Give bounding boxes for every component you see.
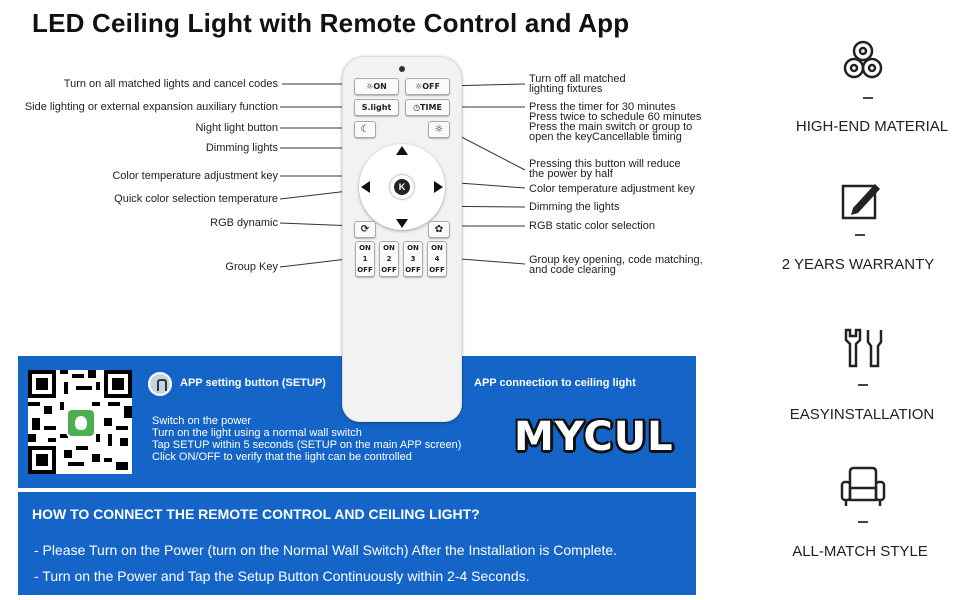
setup-title: APP setting button (SETUP) — [180, 377, 326, 389]
label-color-temp-right: Color temperature adjustment key — [529, 183, 695, 195]
setup-button-icon — [148, 372, 172, 396]
qr-code[interactable] — [28, 370, 132, 474]
divider — [863, 97, 873, 99]
color-temp-left-button[interactable] — [361, 181, 370, 193]
dimming-up-button[interactable] — [396, 146, 408, 155]
page-title: LED Ceiling Light with Remote Control an… — [32, 8, 630, 38]
timer-button[interactable]: ◷TIME — [405, 99, 450, 116]
dimming-down-button[interactable] — [396, 219, 408, 228]
label-night-light: Night light button — [195, 122, 278, 134]
divider — [858, 521, 868, 523]
setup-step: Tap SETUP within 5 seconds (SETUP on the… — [152, 439, 462, 451]
indicator-led — [399, 66, 405, 72]
app-logo-icon — [66, 408, 96, 438]
label-dimming: Dimming lights — [205, 142, 278, 154]
feature-label: ALL-MATCH STYLE — [792, 543, 928, 560]
how-to-panel: HOW TO CONNECT THE REMOTE CONTROL AND CE… — [18, 492, 696, 595]
side-light-button[interactable]: S.light — [354, 99, 399, 116]
label-group-right: Group key opening, code matching,and cod… — [529, 254, 703, 276]
moon-icon: ☾ — [360, 124, 370, 135]
divider — [858, 384, 868, 386]
rgb-dynamic-button[interactable]: ⟳ — [354, 221, 376, 238]
night-light-button[interactable]: ☾ — [354, 121, 376, 138]
armchair-icon — [840, 466, 886, 506]
sun-icon: ☼ — [434, 124, 444, 135]
how-to-title: HOW TO CONNECT THE REMOTE CONTROL AND CE… — [32, 506, 480, 522]
on-all-button[interactable]: ☼ON — [354, 78, 399, 95]
k-label: K — [394, 179, 410, 195]
setup-step: Turn on the light using a normal wall sw… — [152, 427, 362, 439]
connection-title: APP connection to ceiling light — [474, 377, 636, 389]
rgb-cycle-icon: ⟳ — [360, 224, 370, 235]
feature-label: EASYINSTALLATION — [789, 406, 935, 423]
rgb-static-button[interactable]: ✿ — [428, 221, 450, 238]
label-on-all: Turn on all matched lights and cancel co… — [63, 78, 278, 90]
quick-color-button[interactable]: K — [390, 175, 414, 199]
brand-logo: MYCUL — [514, 414, 674, 460]
palette-icon: ✿ — [434, 224, 444, 235]
off-all-button[interactable]: ☼OFF — [405, 78, 450, 95]
label-rgb-static: RGB static color selection — [529, 220, 655, 232]
label-quick-color: Quick color selection temperature — [114, 193, 278, 205]
setup-steps: Switch on the power Turn on the light us… — [152, 415, 461, 463]
how-to-line: - Please Turn on the Power (turn on the … — [34, 542, 618, 558]
divider — [855, 234, 865, 236]
label-dimming-right: Dimming the lights — [529, 201, 620, 213]
material-rolls-icon — [843, 40, 883, 79]
setup-step: Click ON/OFF to verify that the light ca… — [152, 451, 412, 463]
label-rgb-dynamic: RGB dynamic — [210, 217, 278, 229]
how-to-line: - Turn on the Power and Tap the Setup Bu… — [34, 568, 530, 584]
label-group-key: Group Key — [225, 261, 278, 273]
pencil-square-icon — [841, 184, 880, 220]
feature-label: 2 YEARS WARRANTY — [781, 256, 935, 273]
label-color-temp: Color temperature adjustment key — [112, 170, 278, 182]
wrench-tools-icon — [844, 328, 883, 368]
dpad: K — [359, 144, 445, 230]
label-side-lighting: Side lighting or external expansion auxi… — [24, 101, 278, 113]
color-temp-right-button[interactable] — [434, 181, 443, 193]
feature-label: HIGH-END MATERIAL — [795, 118, 949, 135]
half-power-button[interactable]: ☼ — [428, 121, 450, 138]
setup-step: Switch on the power — [152, 415, 252, 427]
